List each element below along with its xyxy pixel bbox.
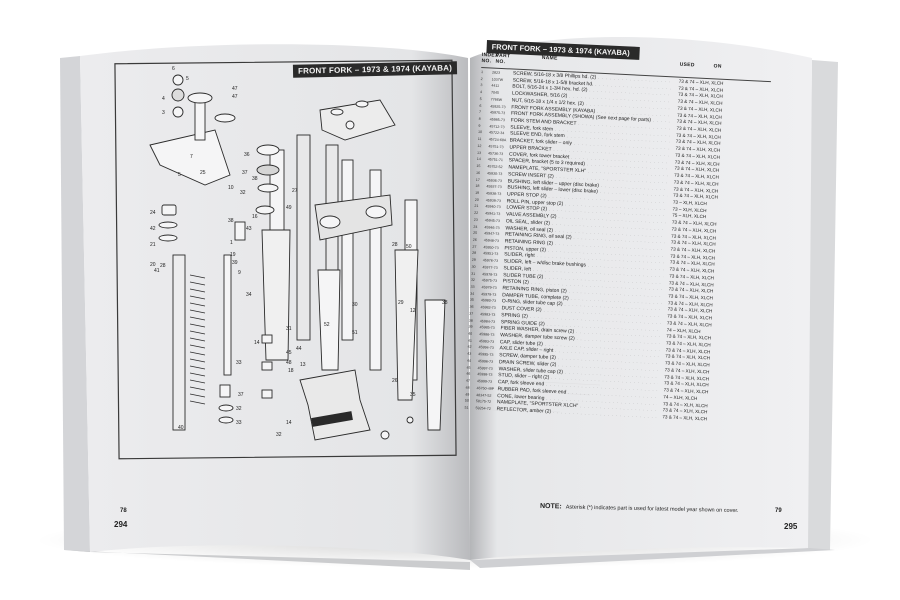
callout-number: 9	[238, 270, 241, 276]
callout-number: 38	[228, 218, 234, 224]
callout-number: 32	[240, 190, 246, 196]
callout-number: 31	[286, 326, 292, 332]
callout-number: 4	[162, 96, 165, 102]
callout-number: 37	[242, 170, 248, 176]
row-index: 51	[464, 405, 469, 410]
callout-number: 39	[232, 260, 238, 266]
callout-number: 5	[186, 76, 189, 82]
callout-number: 5	[178, 172, 181, 178]
front-fork-exploded-diagram	[149, 74, 446, 441]
callout-number: 3	[162, 110, 165, 116]
callout-number: 21	[150, 242, 156, 248]
left-page-number-bottom: 294	[114, 520, 128, 529]
callout-number: 51	[352, 330, 358, 336]
callout-number: 34	[246, 292, 252, 298]
callout-number: 16	[252, 214, 258, 220]
callout-number: 48	[286, 360, 292, 366]
callout-number: 38	[442, 300, 448, 306]
diagram-frame	[114, 59, 457, 460]
callout-number: 20	[150, 262, 156, 268]
callout-number: 24	[150, 210, 156, 216]
callout-number: 25	[200, 170, 206, 176]
callout-number: 26	[392, 378, 398, 384]
header-on: ON	[713, 63, 722, 70]
callout-number: 45	[286, 350, 292, 356]
header-part-no: NO.	[495, 58, 506, 66]
callout-number: 47	[232, 86, 238, 92]
right-page	[470, 36, 812, 561]
header-name: NAME	[541, 54, 558, 62]
callout-number: 42	[150, 226, 156, 232]
callout-number: 7	[190, 154, 193, 160]
callout-number: 30	[352, 302, 358, 308]
callout-number: 13	[300, 362, 306, 368]
callout-number: 36	[244, 152, 250, 158]
callout-number: 19	[230, 252, 236, 258]
callout-number: 14	[254, 340, 260, 346]
callout-number: 44	[296, 346, 302, 352]
callout-number: 41	[154, 268, 160, 274]
callout-number: 35	[410, 392, 416, 398]
callout-number: 28	[160, 263, 166, 269]
callout-number: 6	[172, 66, 175, 72]
callout-number: 38	[252, 176, 258, 182]
callout-number: 50	[406, 244, 412, 250]
note-label: NOTE:	[539, 502, 562, 511]
header-index-no: NO.	[481, 57, 492, 65]
callout-number: 32	[236, 406, 242, 412]
callout-number: 10	[228, 185, 234, 191]
callout-number: 28	[392, 242, 398, 248]
callout-number: 29	[398, 300, 404, 306]
callout-number: 18	[288, 368, 294, 374]
callout-number: 49	[286, 205, 292, 211]
left-page-number-top: 78	[120, 508, 127, 514]
callout-number: 32	[276, 432, 282, 438]
callout-number: 37	[238, 392, 244, 398]
callout-number: 52	[324, 322, 330, 328]
callout-number: 47	[232, 94, 238, 100]
callout-number: 27	[292, 188, 298, 194]
right-page-number-bottom: 295	[784, 522, 798, 531]
callout-number: 40	[178, 425, 184, 431]
callout-number: 1	[230, 240, 233, 246]
header-used: USED	[679, 61, 695, 69]
right-page-number-top: 79	[775, 508, 782, 514]
callout-number: 12	[410, 308, 416, 314]
callout-number: 43	[246, 226, 252, 232]
callout-number: 14	[286, 420, 292, 426]
callout-number: 33	[236, 420, 242, 426]
callout-number: 33	[236, 360, 242, 366]
